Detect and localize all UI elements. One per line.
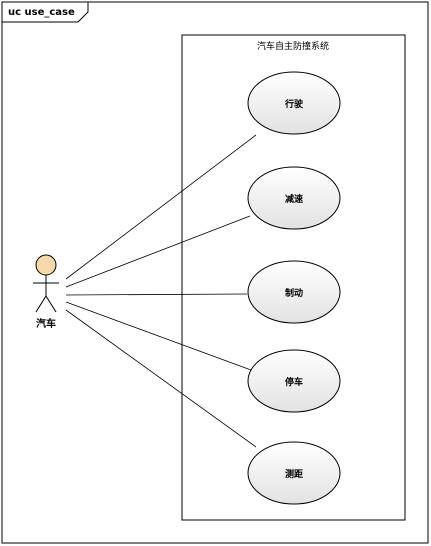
association-line: [65, 309, 257, 448]
use-case-label: 制动: [285, 287, 303, 299]
association-line: [65, 134, 257, 280]
actor-name: 汽车: [36, 317, 56, 330]
frame-tab: [2, 2, 89, 23]
actor-head: [35, 254, 57, 276]
system-title: 汽车自主防撞系统: [257, 40, 329, 52]
association-line: [65, 301, 252, 371]
use-case-label: 减速: [285, 193, 303, 205]
use-case-ellipse: [247, 349, 341, 413]
use-case-ellipse: [247, 441, 341, 505]
actor-left-leg: [35, 295, 47, 313]
actor-right-leg: [45, 295, 57, 313]
association-line: [65, 215, 251, 288]
use-case: 停车: [247, 349, 341, 413]
use-case-ellipse: [247, 71, 341, 135]
use-case: 制动: [247, 260, 341, 324]
association-line: [65, 293, 248, 296]
use-case-ellipse: [247, 166, 341, 230]
use-case-label: 停车: [285, 376, 303, 388]
associations: [65, 134, 257, 448]
actor: [33, 254, 59, 313]
use-case-label: 测距: [285, 468, 303, 480]
use-case: 减速: [247, 166, 341, 230]
frame-label: uc use_case: [8, 7, 75, 18]
use-case-label: 行驶: [284, 98, 304, 110]
use-case: 行驶: [247, 71, 341, 135]
use-case: 测距: [247, 441, 341, 505]
use-case-ellipse: [247, 260, 341, 324]
